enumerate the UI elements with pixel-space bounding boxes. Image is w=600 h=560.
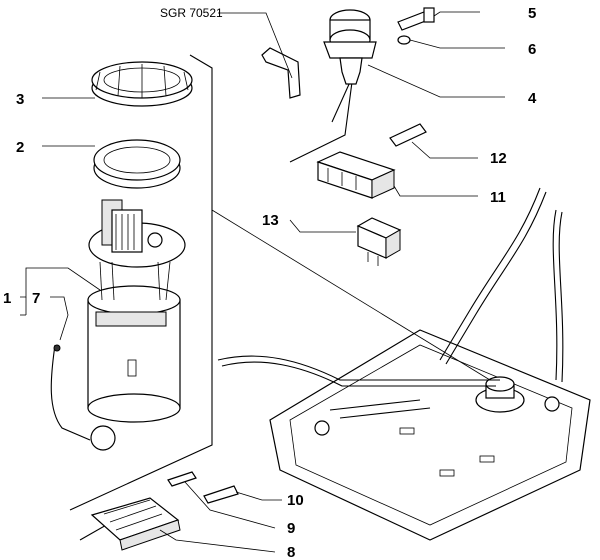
- callout-8: 8: [287, 544, 295, 560]
- bracket-sgr: [262, 48, 300, 98]
- drawing-code: SGR 70521: [160, 6, 223, 20]
- fuel-tank: [218, 188, 590, 540]
- screw: [398, 8, 434, 30]
- connector-11: [318, 152, 394, 198]
- callout-7: 7: [32, 290, 40, 307]
- callout-10: 10: [287, 492, 304, 509]
- callout-12: 12: [490, 150, 507, 167]
- callout-4: 4: [528, 90, 537, 107]
- terminal-12: [390, 124, 426, 146]
- callout-2: 2: [16, 139, 24, 156]
- terminal-9: [168, 472, 196, 486]
- seal-ring: [94, 140, 180, 188]
- callout-13: 13: [262, 212, 279, 229]
- callout-6: 6: [528, 41, 536, 58]
- locking-ring: [92, 62, 192, 106]
- terminal-10: [204, 486, 238, 503]
- relay: [358, 218, 400, 266]
- fuel-pump-module: [88, 200, 185, 422]
- washer: [398, 36, 410, 44]
- callout-1: 1: [3, 290, 11, 307]
- connector-8: [92, 498, 180, 550]
- callout-11: 11: [490, 189, 506, 206]
- callout-5: 5: [528, 5, 536, 22]
- pressure-device: [324, 10, 376, 84]
- callout-9: 9: [287, 520, 295, 537]
- callout-3: 3: [16, 91, 24, 108]
